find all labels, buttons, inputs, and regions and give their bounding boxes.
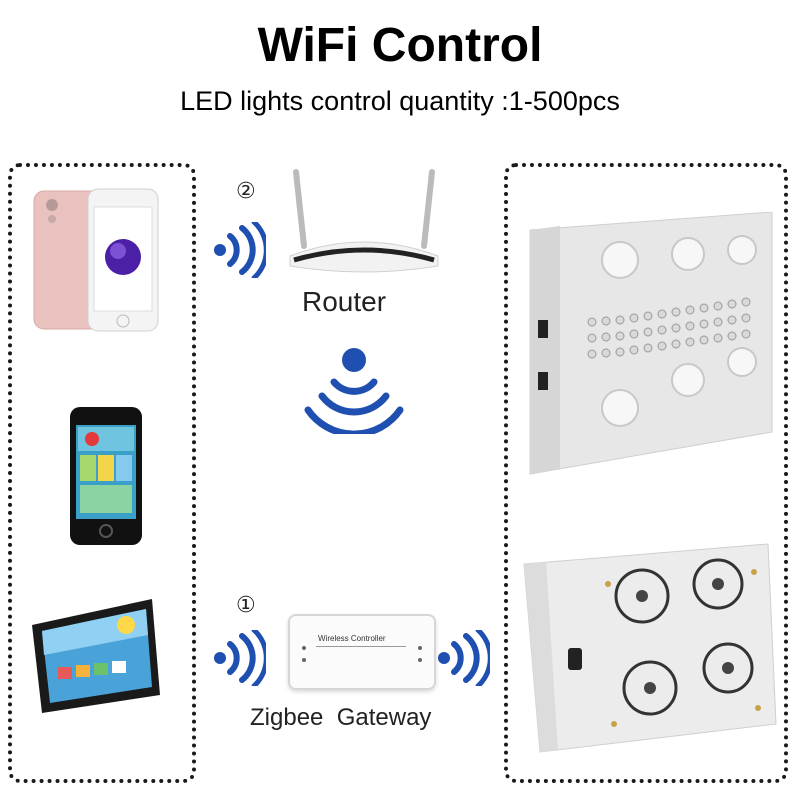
gateway-device: Wireless Controller (288, 614, 436, 690)
wifi-signal-icon (214, 222, 266, 278)
router-label: Router (302, 286, 387, 317)
router-icon (289, 169, 439, 273)
led-grow-light-back-image (523, 543, 777, 753)
gateway-led-icon (302, 646, 306, 650)
wifi-signal-icon (438, 630, 490, 686)
led-lights-box (504, 163, 788, 783)
gateway-led-icon (418, 646, 422, 650)
page-subtitle: LED lights control quantity :1-500pcs (180, 86, 620, 116)
control-devices-box (8, 163, 196, 783)
gateway-label: Zigbee Gateway (250, 704, 432, 731)
smartphone-icon (33, 188, 159, 332)
wifi-signal-icon (304, 348, 404, 434)
wifi-signal-icon (214, 630, 266, 686)
tablet-icon (32, 599, 160, 713)
gateway-device-label: Wireless Controller (318, 634, 386, 643)
page-title: WiFi Control (257, 19, 543, 72)
led-grow-light-front-image (529, 212, 773, 475)
mobile-phone-icon (70, 407, 142, 545)
gateway-step-number: ① (236, 592, 256, 617)
gateway-device-divider (316, 646, 406, 647)
gateway-led-icon (418, 658, 422, 662)
gateway-led-icon (302, 658, 306, 662)
router-step-number: ② (236, 178, 256, 203)
